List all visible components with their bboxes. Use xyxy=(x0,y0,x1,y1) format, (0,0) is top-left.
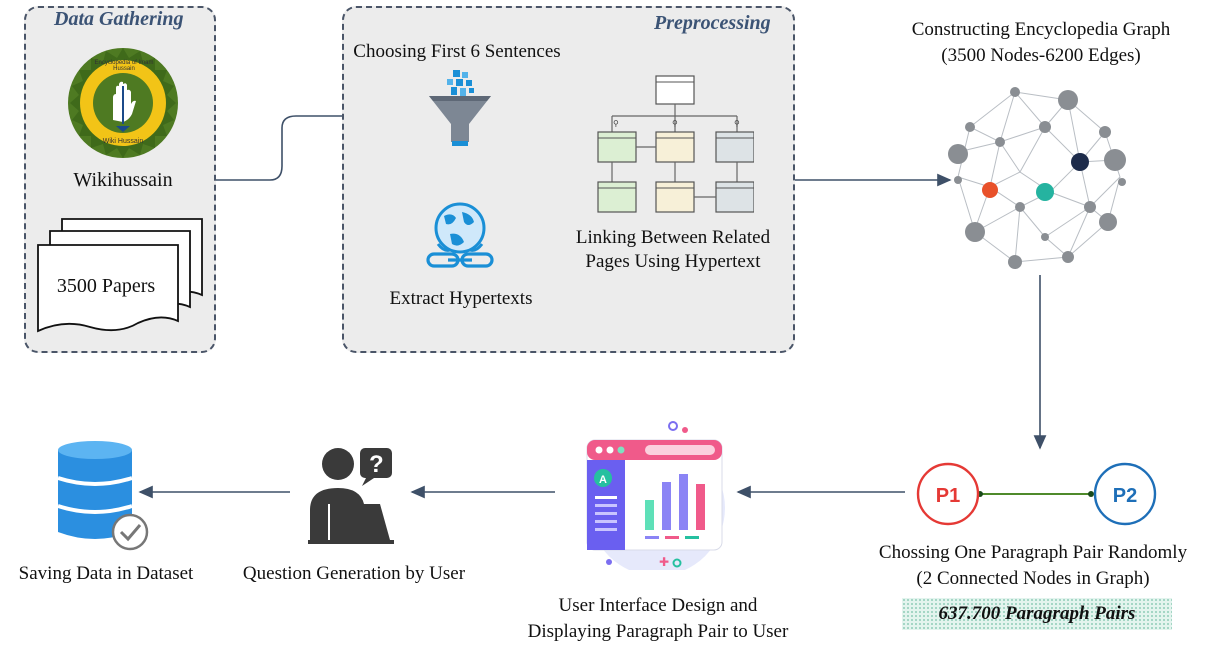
paragraph-pair-nodes: P1 P2 xyxy=(916,462,1157,526)
graph-title-line1: Constructing Encyclopedia Graph xyxy=(911,19,1171,40)
extract-hypertexts-label: Extract Hypertexts xyxy=(389,288,533,309)
globe-hyperlink-icon xyxy=(426,202,494,268)
saving-data-label: Saving Data in Dataset xyxy=(18,563,194,584)
linking-pages-label-2: Pages Using Hypertext xyxy=(585,251,761,272)
question-generation-label: Question Generation by User xyxy=(242,563,466,584)
database-saved-icon xyxy=(57,441,149,551)
papers-label: 3500 Papers xyxy=(56,275,156,297)
p2-node-label: P2 xyxy=(1113,485,1137,507)
p1-node xyxy=(916,462,980,526)
pair-caption-line1: Chossing One Paragraph Pair Randomly xyxy=(878,542,1188,563)
svg-text:⚲: ⚲ xyxy=(613,119,619,128)
arrow-gathering-to-preprocessing xyxy=(215,109,432,181)
logo-ring-bottom-text: Wiki Hussain xyxy=(102,138,144,145)
preprocessing-panel xyxy=(342,6,795,353)
wikihussain-label: Wikihussain xyxy=(73,169,173,191)
graph-title-line2: (3500 Nodes-6200 Edges) xyxy=(941,45,1141,66)
svg-text:?: ? xyxy=(369,451,384,478)
svg-text:A: A xyxy=(599,474,607,486)
choosing-sentences-label: Choosing First 6 Sentences xyxy=(353,41,561,62)
ui-caption-line1: User Interface Design and xyxy=(558,595,758,616)
papers-stack-icon xyxy=(37,218,203,333)
data-gathering-title: Data Gathering xyxy=(54,8,184,30)
user-interface-dashboard-icon: ✚ A xyxy=(586,421,725,570)
preprocessing-title: Preprocessing xyxy=(654,12,771,34)
paragraph-pairs-count: 637.700 Paragraph Pairs xyxy=(902,598,1172,630)
user-question-icon: ? xyxy=(308,448,394,544)
svg-text:⚲: ⚲ xyxy=(734,119,740,128)
hypertext-site-map-icon: ⚲ ⚲ ⚲ xyxy=(597,75,754,213)
p1-node-label: P1 xyxy=(936,485,960,507)
logo-ring-top-text: Encyclopedia of Imam Hussain xyxy=(94,60,154,72)
linking-pages-label-1: Linking Between Related xyxy=(575,227,771,248)
p2-node xyxy=(1093,462,1157,526)
svg-text:⚲: ⚲ xyxy=(672,119,678,128)
pair-caption-line2: (2 Connected Nodes in Graph) xyxy=(916,568,1150,589)
ui-caption-line2: Displaying Paragraph Pair to User xyxy=(527,621,789,642)
svg-text:✚: ✚ xyxy=(659,555,669,569)
wikihussain-logo-icon xyxy=(68,48,178,158)
funnel-filter-icon xyxy=(429,70,491,146)
encyclopedia-graph-icon xyxy=(948,87,1126,269)
